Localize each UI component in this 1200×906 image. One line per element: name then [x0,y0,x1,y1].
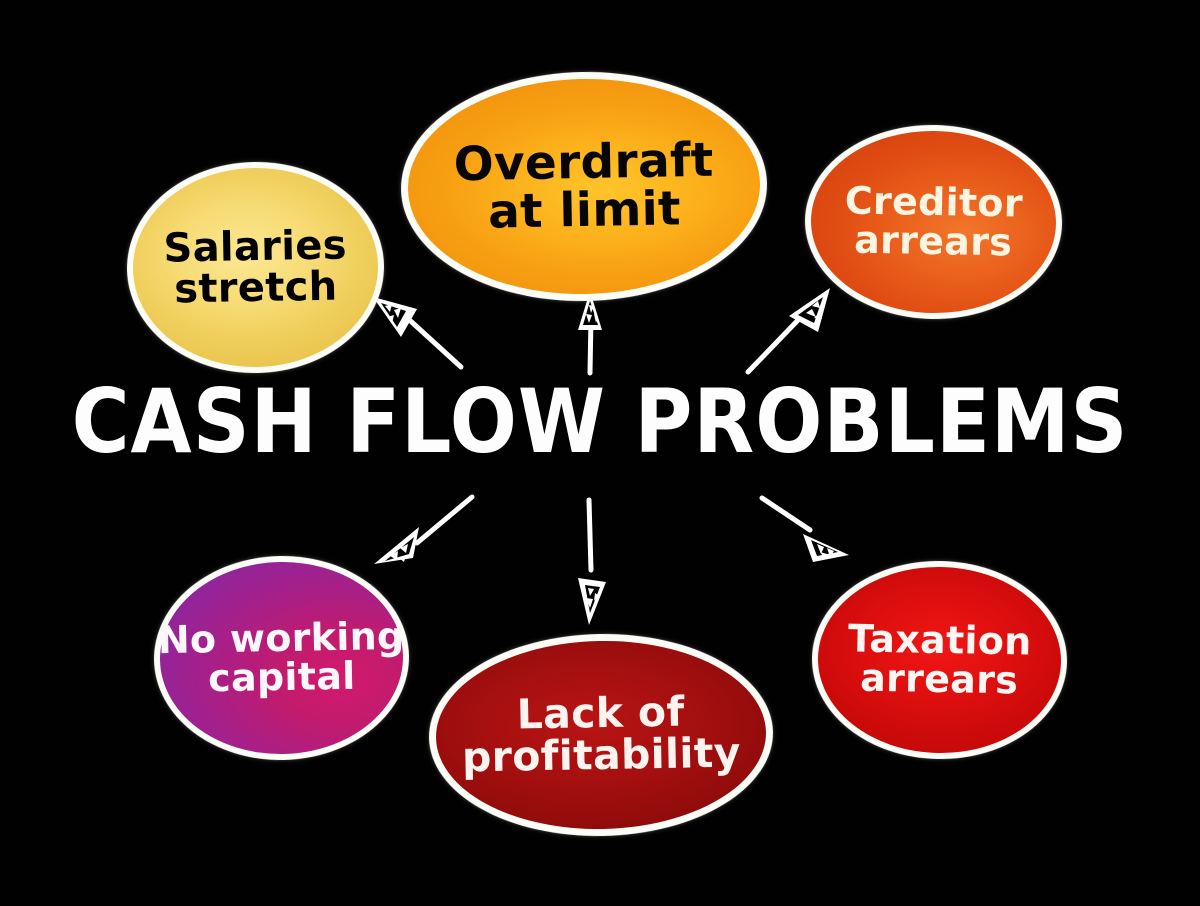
arrow-to-salaries [373,297,464,370]
node-label-line: capital [207,653,356,701]
node-label-line: profitability [461,728,742,782]
node-label-line: stretch [173,263,338,312]
node-label-line: arrears [853,217,1013,265]
arrow-to-creditor [745,288,830,375]
arrow-to-lack-of-profitability [578,497,606,625]
arrow-to-no-working-capital [374,494,475,564]
arrow-to-overdraft [578,291,602,376]
arrow-to-taxation-arrears [759,495,849,562]
node-label-line: at limit [487,180,682,240]
node-label-line: No working [157,614,405,663]
center-title: CASH FLOW PROBLEMS [71,370,1129,474]
node-label-line: Salaries [163,222,348,272]
node-label-line: arrears [859,655,1019,703]
